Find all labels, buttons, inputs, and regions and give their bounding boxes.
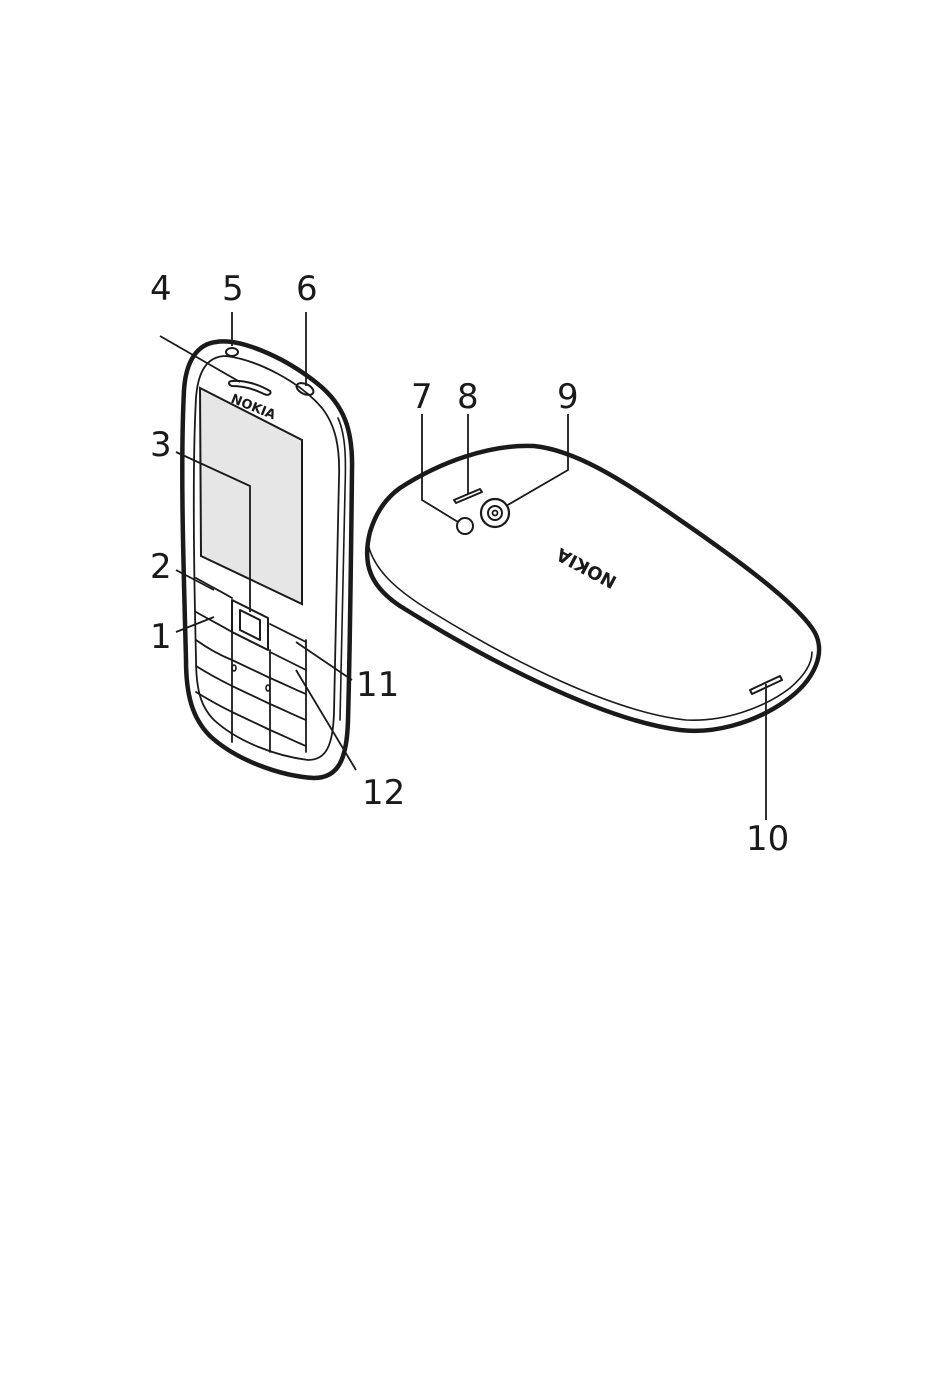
- callout-12: 12: [362, 773, 405, 813]
- back-phone: NOKIA: [367, 446, 819, 731]
- rear-camera-center: [493, 511, 498, 516]
- back-brand-logo: NOKIA: [553, 543, 620, 592]
- keypad-grid: [196, 632, 306, 752]
- callout-7: 7: [411, 377, 433, 417]
- callout-2: 2: [150, 547, 172, 587]
- callout-6: 6: [296, 269, 318, 309]
- front-top-right-port: [295, 381, 316, 398]
- navigation-key-inner: [240, 610, 260, 640]
- callout-11: 11: [356, 665, 399, 705]
- leader-9: [506, 414, 568, 506]
- callout-3: 3: [150, 425, 172, 465]
- front-top-hole: [226, 348, 238, 356]
- keypad-dot-0: [266, 685, 270, 691]
- front-screen: [200, 388, 302, 604]
- keypad-dot-5: [232, 665, 236, 671]
- leader-11: [296, 642, 352, 680]
- left-soft-key: [196, 578, 232, 598]
- callout-9: 9: [557, 377, 579, 417]
- callout-5: 5: [222, 269, 244, 309]
- front-phone: NOKIA: [182, 341, 352, 778]
- callout-10: 10: [746, 819, 789, 859]
- end-key: [270, 652, 306, 670]
- callout-1: 1: [150, 617, 172, 657]
- callout-4: 4: [150, 269, 172, 309]
- callout-8: 8: [457, 377, 479, 417]
- flash-icon: [457, 518, 473, 534]
- rear-camera-outer: [481, 499, 509, 527]
- back-phone-body-outer: [367, 446, 819, 731]
- rear-camera-lens: [488, 506, 502, 520]
- right-soft-key: [270, 624, 306, 642]
